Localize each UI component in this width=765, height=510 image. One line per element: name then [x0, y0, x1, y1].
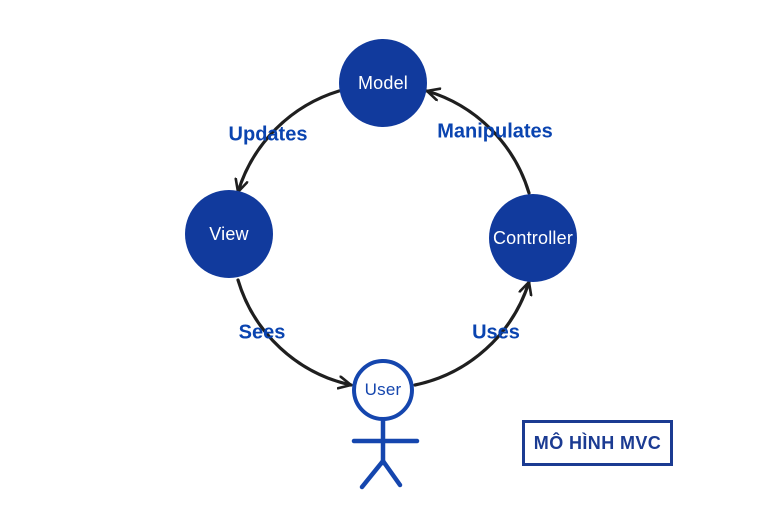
- node-model: Model: [339, 39, 427, 127]
- node-controller-label: Controller: [492, 227, 574, 248]
- edge-label-manipulates: Manipulates: [437, 120, 553, 143]
- stick-figure-left-leg: [359, 458, 386, 490]
- node-model-label: Model: [357, 72, 409, 93]
- mvc-title-label: MÔ HÌNH MVC: [533, 432, 662, 453]
- arc-updates: [238, 89, 341, 192]
- mvc-title-box: MÔ HÌNH MVC: [522, 420, 673, 466]
- arc-sees: [236, 278, 351, 385]
- node-view-label: View: [209, 223, 249, 244]
- node-user: User: [352, 359, 414, 421]
- arc-uses: [413, 282, 529, 387]
- edge-label-uses: Uses: [472, 321, 520, 344]
- stick-figure-icon: [351, 417, 420, 490]
- node-view: View: [185, 190, 273, 278]
- edge-label-sees: Sees: [238, 321, 286, 344]
- edge-label-updates: Updates: [228, 123, 308, 146]
- stick-figure-right-leg: [380, 458, 403, 488]
- node-user-label: User: [364, 380, 402, 399]
- arc-manipulates: [427, 91, 531, 195]
- node-controller: Controller: [489, 194, 577, 282]
